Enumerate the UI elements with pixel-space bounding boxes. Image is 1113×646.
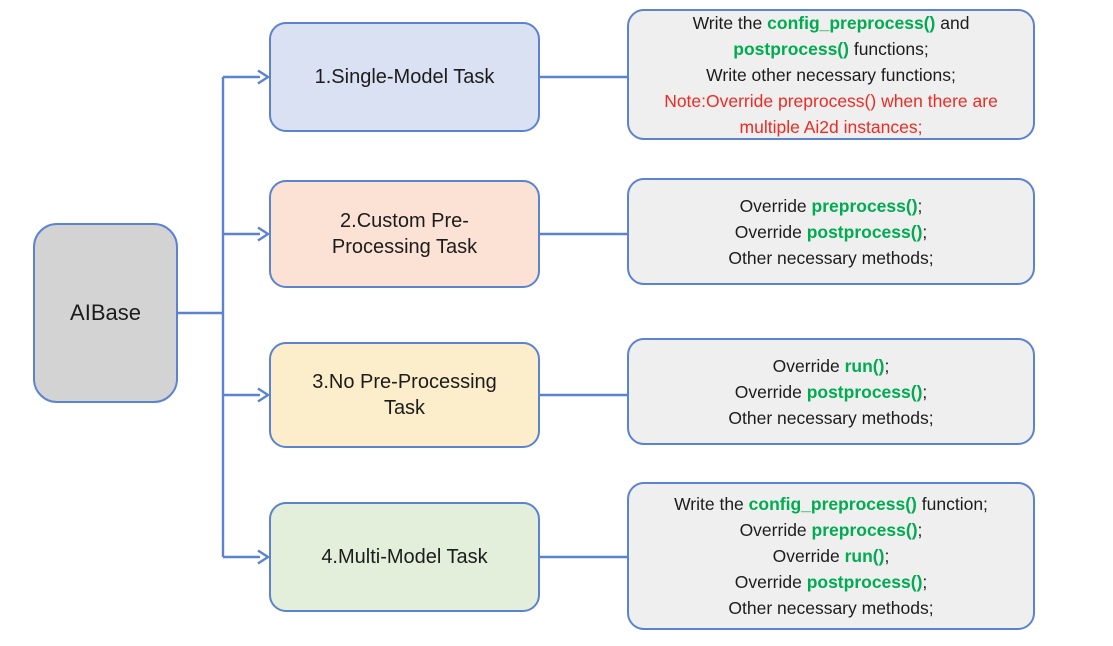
note-text: multiple Ai2d instances;	[739, 116, 923, 137]
function-name-text: preprocess()	[811, 195, 918, 216]
plain-text: Other necessary methods;	[728, 598, 934, 618]
node-aibase-label: AIBase	[70, 300, 141, 325]
function-name-text: postprocess()	[806, 572, 923, 592]
plain-text: ;	[922, 572, 928, 592]
arrow-right-icon-4	[257, 549, 271, 565]
function-name-text: postprocess()	[806, 221, 923, 242]
task-label-line: 3.No Pre-Processing	[312, 371, 497, 393]
plain-text: Other necessary methods;	[728, 407, 934, 428]
task-node-single-model: 1.Single-Model Task	[269, 22, 540, 132]
detail-line: Override postprocess();	[735, 379, 928, 405]
task-label-line: 1.Single-Model Task	[314, 66, 495, 88]
task-node-custom-preprocessing: 2.Custom Pre- Processing Task	[269, 180, 540, 288]
task-label-line: Processing Task	[331, 236, 478, 258]
plain-text: Override	[739, 520, 812, 540]
plain-text: ;	[884, 546, 890, 566]
plain-text: function;	[916, 494, 988, 514]
detail-line: multiple Ai2d instances;	[740, 114, 923, 140]
function-name-text: postprocess()	[806, 381, 923, 402]
plain-text: ;	[917, 195, 923, 216]
detail-node-no-preprocessing: Override run();Override postprocess();Ot…	[627, 338, 1035, 445]
detail-node-custom-preprocessing: Override preprocess();Override postproce…	[627, 178, 1035, 285]
detail-line: Write other necessary functions;	[706, 62, 956, 88]
plain-text: Write the	[692, 12, 768, 33]
plain-text: Other necessary methods;	[728, 247, 934, 268]
detail-line: Override preprocess();	[740, 517, 923, 543]
detail-line: Override run();	[773, 543, 890, 569]
task-node-multi-model: 4.Multi-Model Task	[269, 502, 540, 612]
plain-text: Override	[734, 221, 807, 242]
plain-text: ;	[922, 221, 928, 242]
function-name-text: preprocess()	[811, 520, 918, 540]
function-name-text: config_preprocess()	[767, 12, 936, 33]
plain-text: functions;	[848, 38, 929, 59]
plain-text: Override	[772, 546, 845, 566]
detail-line: Override postprocess();	[735, 569, 928, 595]
detail-line: Write the config_preprocess() function;	[674, 491, 988, 517]
detail-line: Write the config_preprocess() and	[693, 10, 970, 36]
detail-node-multi-model: Write the config_preprocess() function;O…	[627, 482, 1035, 630]
function-name-text: run()	[844, 355, 885, 376]
detail-line: Override postprocess();	[735, 219, 928, 245]
detail-line: Override run();	[773, 353, 890, 379]
detail-line: Note:Override preprocess() when there ar…	[664, 88, 998, 114]
function-name-text: postprocess()	[733, 38, 849, 59]
function-name-text: run()	[844, 546, 885, 566]
plain-text: ;	[917, 520, 923, 540]
task-label-line: 2.Custom Pre-	[340, 210, 469, 232]
plain-text: and	[935, 12, 970, 33]
arrow-right-icon-2	[257, 226, 271, 242]
detail-line: Other necessary methods;	[728, 405, 933, 431]
function-name-text: config_preprocess()	[748, 494, 917, 514]
plain-text: Override	[739, 195, 812, 216]
plain-text: Write the	[674, 494, 749, 514]
detail-line: Override preprocess();	[740, 193, 923, 219]
plain-text: Override	[734, 572, 807, 592]
note-text: Note:Override preprocess() when there ar…	[664, 90, 998, 111]
detail-line: Other necessary methods;	[728, 595, 933, 621]
plain-text: Override	[772, 355, 845, 376]
arrow-right-icon-3	[257, 387, 271, 403]
detail-line: Other necessary methods;	[728, 245, 933, 271]
plain-text: Write other necessary functions;	[706, 64, 956, 85]
plain-text: ;	[884, 355, 890, 376]
detail-line: postprocess() functions;	[733, 36, 929, 62]
node-aibase: AIBase	[33, 223, 178, 403]
arrow-right-icon-1	[257, 69, 271, 85]
task-label-line: 4.Multi-Model Task	[321, 546, 488, 568]
task-label-line: Task	[383, 397, 426, 419]
plain-text: Override	[734, 381, 807, 402]
plain-text: ;	[922, 381, 928, 402]
